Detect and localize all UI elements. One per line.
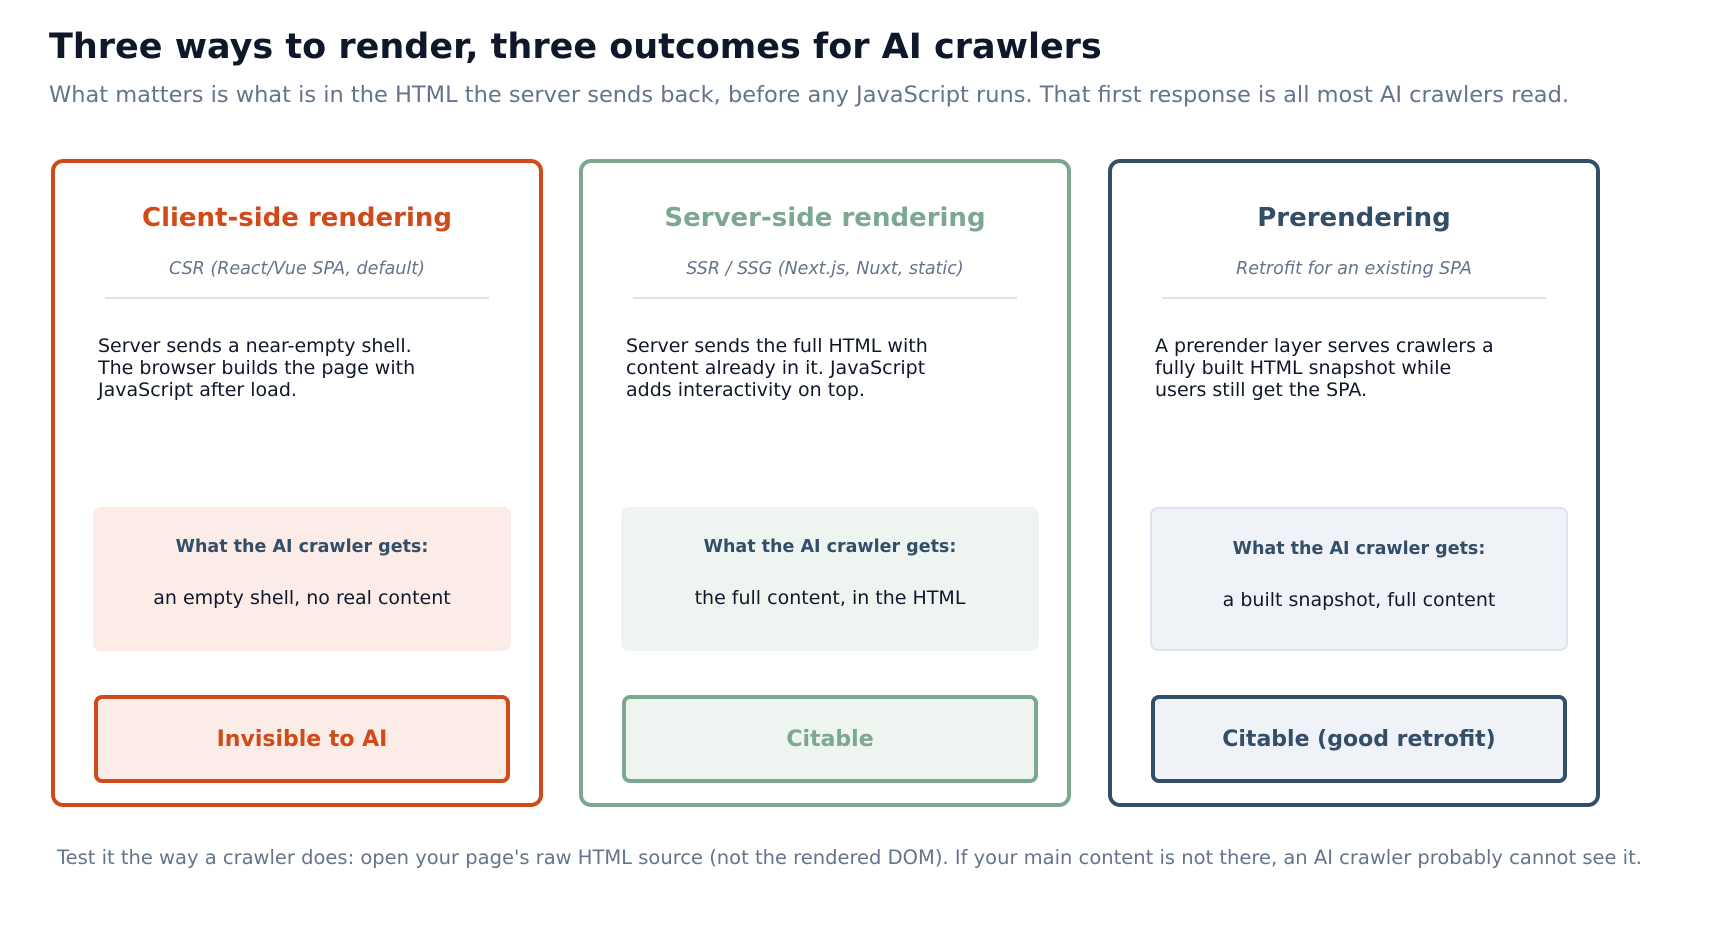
card-server-side-rendering: Server-side rendering SSR / SSG (Next.js…	[579, 159, 1071, 807]
card-divider	[105, 297, 489, 299]
page-title: Three ways to render, three outcomes for…	[49, 27, 1102, 67]
page-subtitle: What matters is what is in the HTML the …	[49, 82, 1570, 108]
card-client-side-rendering: Client-side rendering CSR (React/Vue SPA…	[51, 159, 543, 807]
verdict-badge: Citable	[622, 695, 1038, 783]
crawler-gets-value: a built snapshot, full content	[1222, 589, 1496, 611]
card-subtitle: CSR (React/Vue SPA, default)	[169, 259, 425, 279]
card-divider	[1162, 297, 1546, 299]
crawler-gets-value: the full content, in the HTML	[694, 587, 966, 609]
crawler-gets-box: What the AI crawler gets: a built snapsh…	[1150, 507, 1568, 651]
footer-note: Test it the way a crawler does: open you…	[57, 846, 1642, 869]
card-title: Server-side rendering	[664, 203, 986, 233]
crawler-gets-label: What the AI crawler gets:	[1232, 539, 1486, 559]
card-subtitle: Retrofit for an existing SPA	[1236, 259, 1472, 279]
verdict-badge: Citable (good retrofit)	[1151, 695, 1567, 783]
card-description: Server sends the full HTML with content …	[626, 335, 928, 401]
crawler-gets-box: What the AI crawler gets: an empty shell…	[93, 507, 511, 651]
card-subtitle: SSR / SSG (Next.js, Nuxt, static)	[686, 259, 964, 279]
card-description: Server sends a near-empty shell. The bro…	[98, 335, 416, 401]
card-title: Client-side rendering	[141, 203, 453, 233]
verdict-badge: Invisible to AI	[94, 695, 510, 783]
crawler-gets-label: What the AI crawler gets:	[703, 537, 957, 557]
card-description: A prerender layer serves crawlers a full…	[1155, 335, 1494, 401]
card-prerendering: Prerendering Retrofit for an existing SP…	[1108, 159, 1600, 807]
crawler-gets-value: an empty shell, no real content	[153, 587, 451, 609]
crawler-gets-label: What the AI crawler gets:	[175, 537, 429, 557]
card-divider	[633, 297, 1017, 299]
crawler-gets-box: What the AI crawler gets: the full conte…	[621, 507, 1039, 651]
card-title: Prerendering	[1257, 203, 1451, 233]
